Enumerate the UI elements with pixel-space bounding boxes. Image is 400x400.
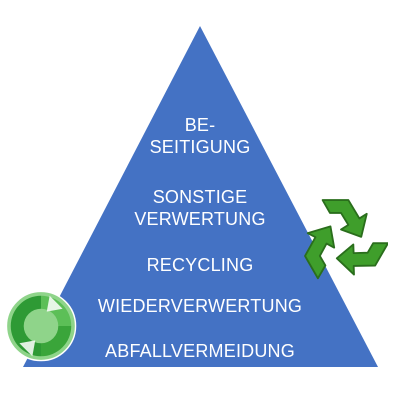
recycle-icon <box>294 199 388 281</box>
level-recycling: RECYCLING <box>146 255 254 275</box>
green-dot-icon <box>5 290 77 362</box>
level-wiederverwertung: WIEDERVERWERTUNG <box>97 296 303 316</box>
level-sonstige-verwertung: SONSTIGE VERWERTUNG <box>134 187 266 229</box>
level-beseitigung: BE- SEITIGUNG <box>149 115 251 157</box>
level-abfallvermeidung: ABFALLVERMEIDUNG <box>105 341 295 361</box>
